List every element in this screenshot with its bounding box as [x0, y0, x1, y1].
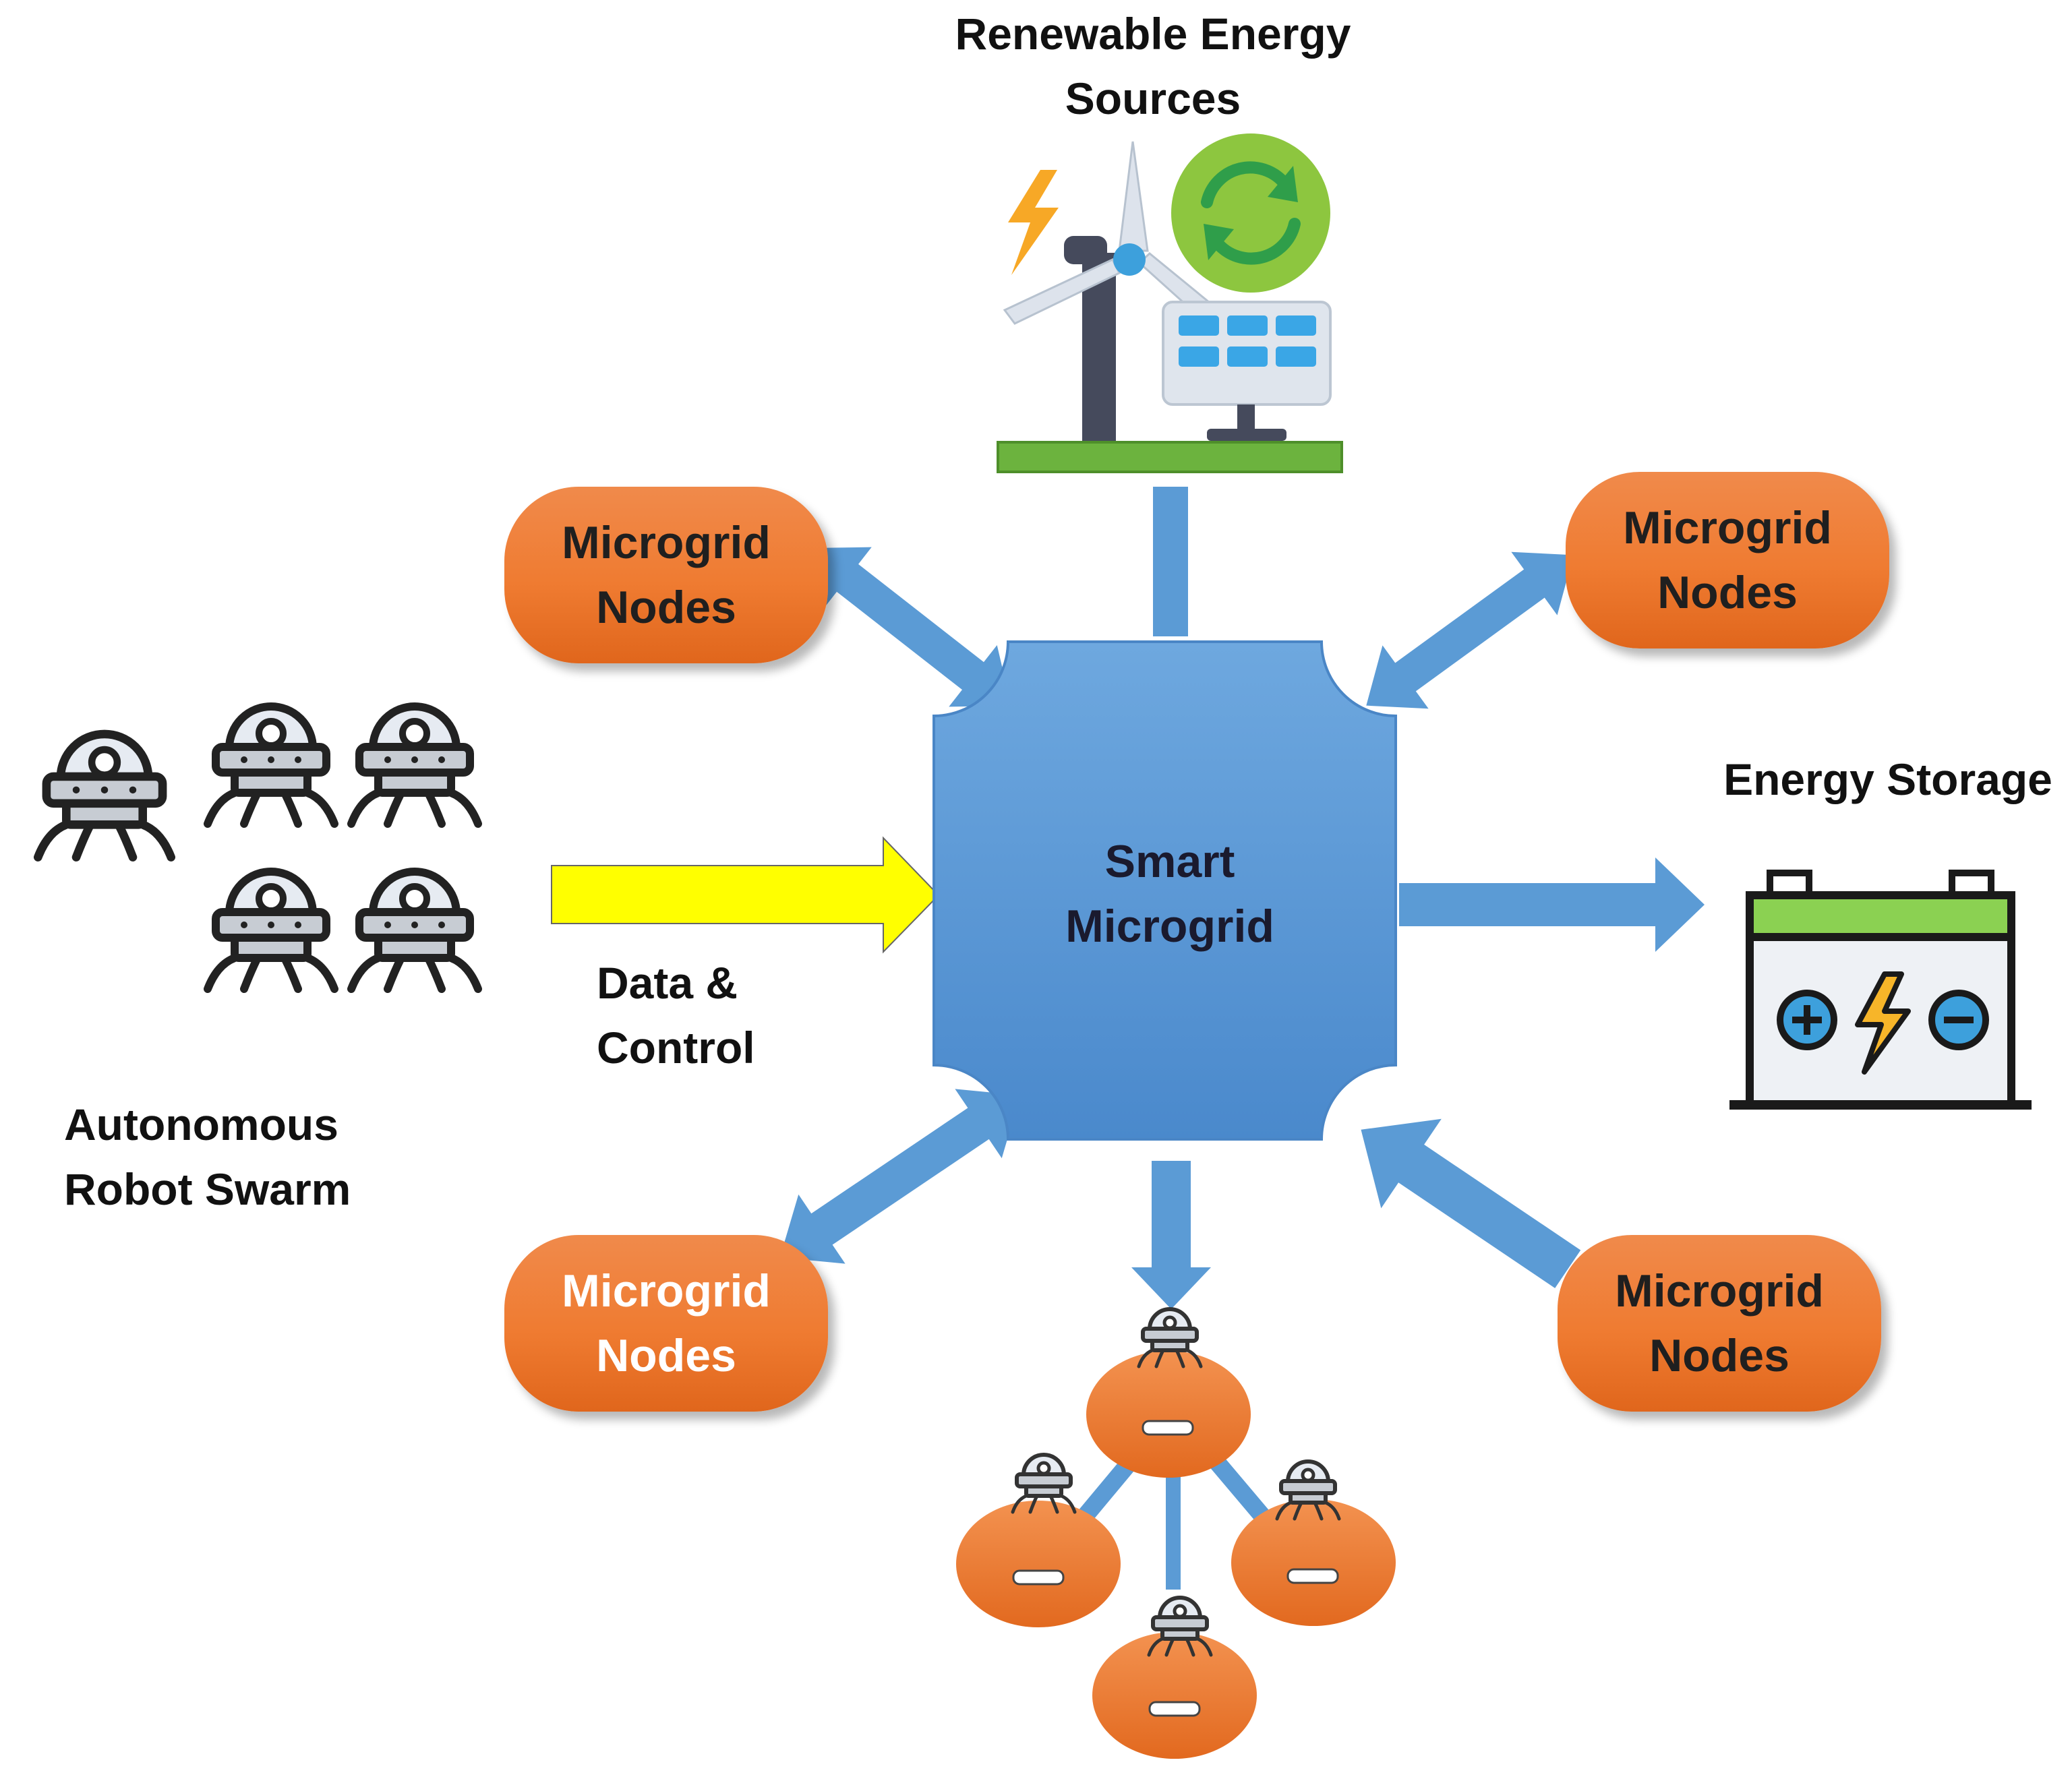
lightning-bolt-icon: [1008, 170, 1059, 275]
microgrid-node-top-right: Microgrid Nodes: [1566, 472, 1889, 649]
hub-line-2: Microgrid: [1065, 901, 1274, 952]
robot-swarm-label: Autonomous Robot Swarm: [64, 1092, 415, 1222]
arrow-to-energy-storage: [1399, 857, 1705, 952]
energy-storage-label: Energy Storage: [1713, 747, 2063, 812]
robot-icon: [351, 872, 478, 989]
energy-storage-text: Energy Storage: [1723, 754, 2052, 804]
data-control-label: Data & Control: [597, 951, 880, 1080]
double-arrow-top-left: [809, 547, 1011, 707]
double-arrow-top-right: [1366, 551, 1574, 709]
solar-panel-icon: [1162, 301, 1332, 441]
node-line-1: Microgrid: [562, 1265, 771, 1317]
hub-label: Smart Microgrid: [941, 829, 1399, 959]
hub-line-1: Smart: [1104, 836, 1235, 887]
swarm-line-2: Robot Swarm: [64, 1164, 351, 1214]
robot-icon: [38, 734, 171, 857]
robot-icon: [351, 706, 478, 824]
data-control-line-1: Data &: [597, 958, 738, 1008]
battery-icon: [1729, 870, 2032, 1110]
swarm-network: [956, 1309, 1396, 1759]
arrow-bottom-right-inward: [1361, 1118, 1581, 1288]
ground-strip: [997, 441, 1343, 473]
data-control-line-2: Control: [597, 1023, 755, 1073]
node-line-1: Microgrid: [1615, 1265, 1824, 1317]
node-line-2: Nodes: [596, 1330, 736, 1381]
renewable-energy-label: Renewable Energy Sources: [897, 1, 1409, 131]
robot-swarm-icon: [38, 706, 478, 989]
recycle-icon: [1171, 133, 1330, 293]
microgrid-node-bottom-right: Microgrid Nodes: [1558, 1235, 1881, 1412]
node-line-2: Nodes: [1649, 1330, 1789, 1381]
microgrid-node-bottom-left: Microgrid Nodes: [504, 1235, 828, 1412]
smart-microgrid-hub: [933, 640, 1397, 1141]
connector-renewable: [1153, 487, 1188, 636]
microgrid-node-top-left: Microgrid Nodes: [504, 487, 828, 663]
data-control-arrow: [551, 836, 940, 954]
double-arrow-bottom-left: [779, 1089, 1021, 1264]
node-line-1: Microgrid: [562, 517, 771, 568]
swarm-line-1: Autonomous: [64, 1099, 338, 1149]
renewable-line-2: Sources: [1065, 73, 1241, 123]
renewable-line-1: Renewable Energy: [955, 9, 1351, 59]
arrow-down-to-swarm-network: [1131, 1161, 1211, 1309]
robot-icon: [208, 706, 334, 824]
node-line-1: Microgrid: [1623, 502, 1832, 553]
robot-icon: [208, 872, 334, 989]
node-line-2: Nodes: [1657, 567, 1798, 618]
node-line-2: Nodes: [596, 582, 736, 633]
